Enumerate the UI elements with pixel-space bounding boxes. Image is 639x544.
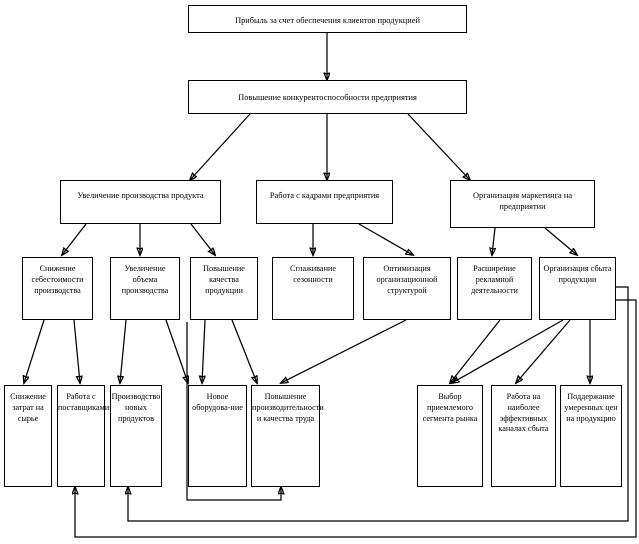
edge-volume-to-newproducts <box>120 319 127 383</box>
node-labor-productivity-label: Повышение производительности и качества … <box>252 392 324 423</box>
node-profit-label: Прибыль за счет обеспечения клиентов про… <box>235 16 420 25</box>
edge-advertising-to-segment <box>450 319 501 383</box>
node-sales-organization-label: Организация сбыта продукции <box>543 264 612 284</box>
node-cost-reduction-label: Снижение себестоимости производства <box>31 264 84 295</box>
node-raw-material-costs-label: Снижение затрат на сырье <box>10 392 46 423</box>
node-labor-productivity[interactable]: Повышение производительности и качества … <box>251 385 324 487</box>
node-raw-material-costs[interactable]: Снижение затрат на сырье <box>4 385 52 487</box>
edge-sales-to-segment <box>452 319 564 383</box>
node-production-increase[interactable]: Увеличение производства продукта <box>60 180 221 224</box>
node-supplier-work[interactable]: Работа с поставщиками <box>57 385 110 487</box>
node-sales-organization[interactable]: Организация сбыта продукции <box>539 257 616 320</box>
node-personnel-work[interactable]: Работа с кадрами предприятия <box>256 180 393 224</box>
node-effective-channels-label: Работа на наиболее эффективных каналах с… <box>498 392 549 434</box>
edge-production-to-quality <box>190 223 215 255</box>
edge-quality-to-newequipment <box>202 319 206 383</box>
node-seasonality-smoothing[interactable]: Сглаживание сезонности <box>272 257 354 320</box>
edge-quality-to-labor <box>231 319 257 383</box>
edge-marketing-to-sales <box>544 227 577 255</box>
feedback-loop-sales-to-newproducts <box>128 286 629 522</box>
node-volume-increase[interactable]: Увеличение объема производства <box>110 257 180 320</box>
node-new-products-label: Производство новых продуктов <box>111 392 161 423</box>
node-profit[interactable]: Прибыль за счет обеспечения клиентов про… <box>188 5 467 33</box>
edge-sales-to-channels <box>516 319 571 383</box>
node-competitiveness-label: Повышение конкурентоспособности предприя… <box>238 93 417 102</box>
node-org-structure-optimization-label: Оптимизация организационной структурой <box>376 264 438 295</box>
node-volume-increase-label: Увеличение объема производства <box>121 264 169 295</box>
node-moderate-prices-label: Поддержание умеренных цен на продукцию <box>564 392 618 423</box>
feedback-loop-sales-to-suppliers <box>75 299 637 538</box>
edge-cost-to-suppliers <box>73 319 80 383</box>
edge-production-to-cost <box>62 223 87 255</box>
edge-cost-to-rawmaterial <box>24 319 45 383</box>
node-new-equipment[interactable]: Новое оборудова-ние <box>188 385 247 487</box>
node-market-segment-label: Выбор приемлемого сегмента рынка <box>422 392 478 423</box>
node-seasonality-smoothing-label: Сглаживание сезонности <box>290 264 336 284</box>
edge-competitiveness-to-marketing <box>407 113 470 180</box>
node-supplier-work-label: Работа с поставщиками <box>58 392 110 412</box>
node-advertising-expansion-label: Расширение рекламной деятельности <box>471 264 518 295</box>
node-cost-reduction[interactable]: Снижение себестоимости производства <box>22 257 93 320</box>
edge-orgstructure-to-labor <box>281 319 407 383</box>
edge-volume-to-newequipment <box>165 319 188 383</box>
node-personnel-work-label: Работа с кадрами предприятия <box>269 191 380 200</box>
edge-marketing-to-advertising <box>492 227 495 255</box>
node-market-segment[interactable]: Выбор приемлемого сегмента рынка <box>417 385 483 487</box>
edge-competitiveness-to-production <box>190 113 251 180</box>
feedback-loop-newequipment <box>186 322 281 501</box>
node-quality-increase[interactable]: Повышение качества продукции <box>190 257 258 320</box>
node-competitiveness[interactable]: Повышение конкурентоспособности предприя… <box>188 80 467 114</box>
node-production-increase-label: Увеличение производства продукта <box>77 191 204 200</box>
node-new-products[interactable]: Производство новых продуктов <box>110 385 162 487</box>
node-moderate-prices[interactable]: Поддержание умеренных цен на продукцию <box>560 385 622 487</box>
node-marketing-org[interactable]: Организация маркетинга на предприятии <box>450 180 595 228</box>
node-new-equipment-label: Новое оборудова-ние <box>192 392 243 412</box>
node-effective-channels[interactable]: Работа на наиболее эффективных каналах с… <box>491 385 556 487</box>
edge-personnel-to-orgstructure <box>358 223 413 255</box>
node-advertising-expansion[interactable]: Расширение рекламной деятельности <box>457 257 532 320</box>
node-quality-increase-label: Повышение качества продукции <box>203 264 245 295</box>
node-org-structure-optimization[interactable]: Оптимизация организационной структурой <box>363 257 451 320</box>
node-marketing-org-label: Организация маркетинга на предприятии <box>472 191 573 212</box>
